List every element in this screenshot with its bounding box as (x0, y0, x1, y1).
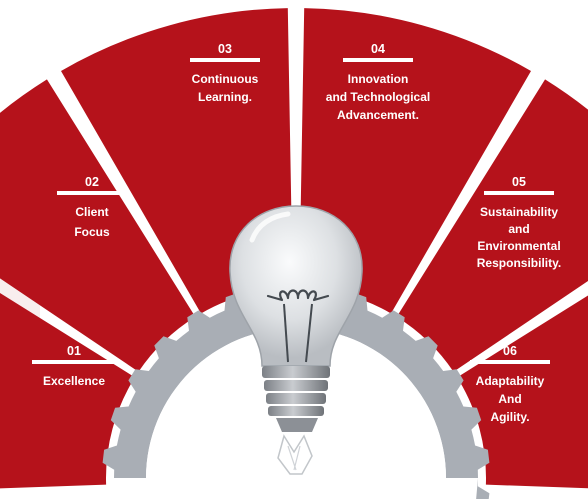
segment-label-line: Client (75, 205, 108, 219)
segments-layer: 01Excellence02ClientFocus03ContinuousLea… (0, 8, 588, 489)
segment-underline (484, 191, 554, 195)
bulb-highlight (249, 211, 291, 243)
segment-label-line: Continuous (192, 72, 259, 86)
segment-shape (61, 8, 293, 314)
segment-number: 06 (503, 344, 517, 358)
segment-label-line: and (508, 222, 529, 236)
segment-underline (190, 58, 260, 62)
segment-label-line: Environmental (477, 239, 560, 253)
segment-shape (396, 79, 588, 372)
segment-shape (0, 79, 196, 372)
segment-number: 05 (512, 175, 526, 189)
segment-label-line: Responsibility. (477, 256, 561, 270)
segment-label-line: Sustainability (480, 205, 558, 219)
bulb-glass (229, 205, 363, 367)
segment-label-line: Focus (74, 225, 110, 239)
bulb-base (262, 366, 330, 432)
segment-label-line: Learning. (198, 90, 252, 104)
segment-number: 03 (218, 42, 232, 56)
bulb-wire-left (283, 303, 289, 363)
bulb-filament (266, 289, 330, 302)
segment-number: 01 (67, 344, 81, 358)
segment-shape (457, 295, 588, 489)
bulb-sparkle (277, 434, 313, 475)
segment-label-line: And (498, 392, 521, 406)
segment-number: 02 (85, 175, 99, 189)
gear-ring (102, 284, 490, 499)
segment-number: 04 (371, 42, 385, 56)
bulb-sparkle-inner (287, 445, 301, 471)
segment-label-line: Innovation (348, 72, 409, 86)
segment-underline (343, 58, 413, 62)
segment-underline (32, 360, 116, 364)
segment-shape (0, 293, 135, 489)
bulb-wire-right (305, 303, 313, 363)
segment-label-line: Advancement. (337, 108, 419, 122)
segment-label-line: Agility. (490, 410, 529, 424)
segment-underline (57, 191, 127, 195)
lightbulb-icon (229, 205, 363, 475)
segment-label-line: Excellence (43, 374, 105, 388)
segment-shape (299, 8, 531, 314)
segment-underline (470, 360, 550, 364)
segment-label-line: and Technological (326, 90, 430, 104)
segment-label-line: Adaptability (476, 374, 545, 388)
